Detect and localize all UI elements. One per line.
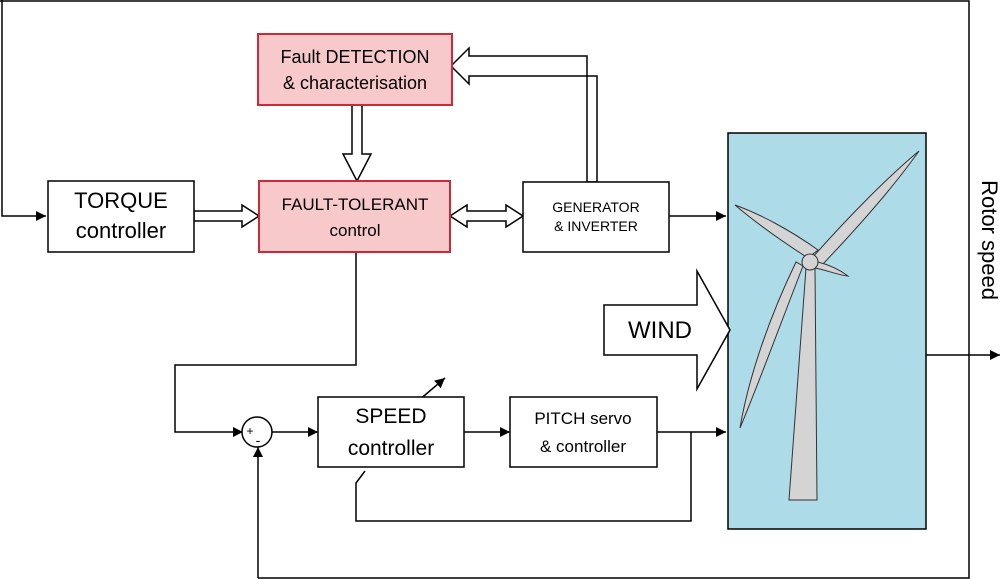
pitch-servo-line2: & controller — [540, 437, 626, 456]
speed-controller-block: SPEED controller — [317, 396, 465, 468]
pitch-servo-line1: PITCH servo — [534, 409, 631, 428]
fault-tolerant-control-block: FAULT-TOLERANT control — [258, 180, 451, 253]
generator-inverter-block: GENERATOR & INVERTER — [522, 181, 670, 253]
wind-label: WIND — [628, 317, 692, 344]
ftc-generator-double-arrow — [448, 203, 525, 229]
pitch-servo-block: PITCH servo & controller — [509, 396, 658, 468]
generator-inverter-line1: GENERATOR — [552, 199, 639, 215]
adaptation-loop-line — [355, 432, 692, 522]
rotor-speed-label: Rotor speed — [977, 180, 1002, 300]
fault-detection-line2: & characterisation — [283, 73, 427, 93]
summing-junction: + - — [241, 416, 273, 448]
generator-to-detection-arrow — [449, 46, 598, 183]
fault-tolerant-line1: FAULT-TOLERANT — [282, 195, 429, 214]
reference-line — [174, 252, 357, 437]
speed-controller-line2: controller — [348, 437, 434, 460]
torque-controller-block: TORQUE controller — [47, 180, 195, 253]
generator-inverter-line2: & INVERTER — [554, 218, 638, 234]
summing-minus-sign: - — [256, 432, 261, 448]
detection-to-ftc-arrow — [341, 104, 373, 183]
torque-to-ftc-arrow — [193, 203, 261, 229]
summing-plus-sign: + — [246, 424, 253, 438]
wind-arrow-icon: WIND — [603, 268, 731, 392]
torque-feedback-line — [1, 0, 46, 221]
fault-tolerant-line2: control — [329, 221, 380, 240]
wind-turbine-icon — [734, 150, 920, 501]
outer-frame — [0, 0, 970, 579]
speed-controller-line1: SPEED — [355, 405, 426, 428]
torque-controller-line2: controller — [76, 218, 166, 243]
fault-detection-block: Fault DETECTION & characterisation — [257, 33, 453, 106]
torque-controller-line1: TORQUE — [74, 188, 168, 213]
wind-turbine-panel — [727, 132, 927, 530]
fault-detection-line1: Fault DETECTION — [280, 47, 429, 67]
